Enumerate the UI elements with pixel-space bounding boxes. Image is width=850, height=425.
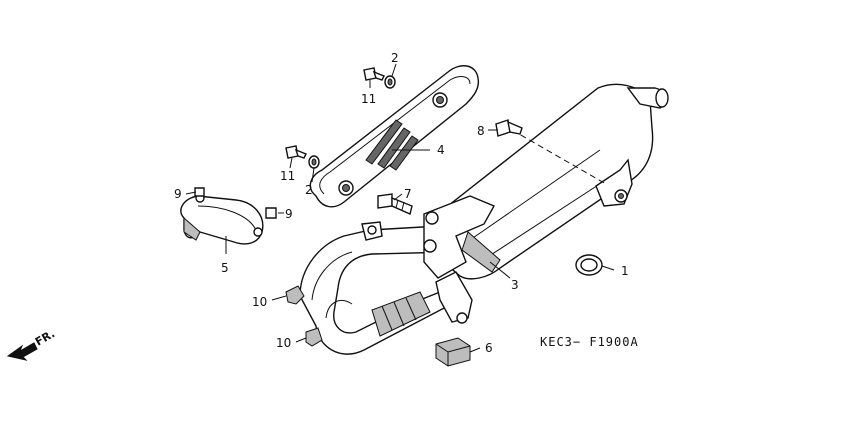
gasket <box>575 254 603 276</box>
bolt-11-lower <box>285 145 307 159</box>
bracket <box>423 195 495 324</box>
callout-6: 6 <box>485 341 493 355</box>
screw-9-right <box>265 207 277 219</box>
callout-4: 4 <box>437 143 445 157</box>
leader-lines <box>185 63 615 353</box>
collar-2-lower <box>308 155 320 169</box>
muffler <box>429 83 669 280</box>
rubber-mount <box>435 337 471 367</box>
callout-1: 1 <box>621 264 629 278</box>
muffler-protector <box>309 65 480 208</box>
nut-10-upper <box>285 285 305 305</box>
bolt-8 <box>495 119 523 137</box>
callout-9-left: 9 <box>174 187 182 201</box>
arrow-icon <box>6 342 38 361</box>
callout-11-upper: 11 <box>361 92 376 106</box>
diagram-code: KEC3− F1900A <box>540 335 639 349</box>
front-label: FR. <box>33 327 57 348</box>
callout-3: 3 <box>511 278 519 292</box>
callout-8: 8 <box>477 124 485 138</box>
nut-10-lower <box>305 327 323 347</box>
bolt-7 <box>377 193 413 215</box>
collar-2-upper <box>384 75 396 89</box>
callout-7: 7 <box>404 187 412 201</box>
callout-2-upper: 2 <box>391 51 399 65</box>
callout-10-upper: 10 <box>252 295 267 309</box>
callout-9-right: 9 <box>285 207 293 221</box>
bolt-11-upper <box>363 67 385 81</box>
callout-2-lower: 2 <box>305 183 313 197</box>
screw-9-left <box>194 187 205 197</box>
exhaust-pipe <box>299 221 458 355</box>
alignment-line <box>511 129 607 185</box>
front-direction-arrow: FR. <box>6 327 57 361</box>
callout-5: 5 <box>221 261 229 275</box>
callout-11-lower: 11 <box>280 169 295 183</box>
exhaust-pipe-cover <box>180 193 264 245</box>
callout-10-lower: 10 <box>276 336 291 350</box>
